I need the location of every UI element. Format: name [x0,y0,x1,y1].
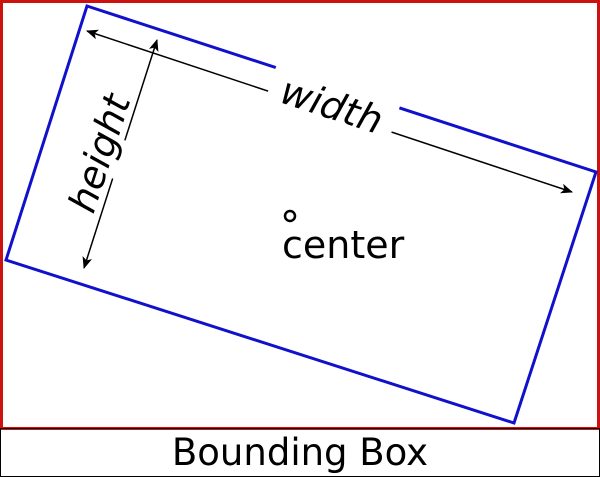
bounding-box-caption: Bounding Box [171,431,429,474]
center-label: center [282,223,405,267]
width-label-mask [260,61,402,155]
center-point-icon [283,209,297,223]
height-label-mask [55,122,149,186]
